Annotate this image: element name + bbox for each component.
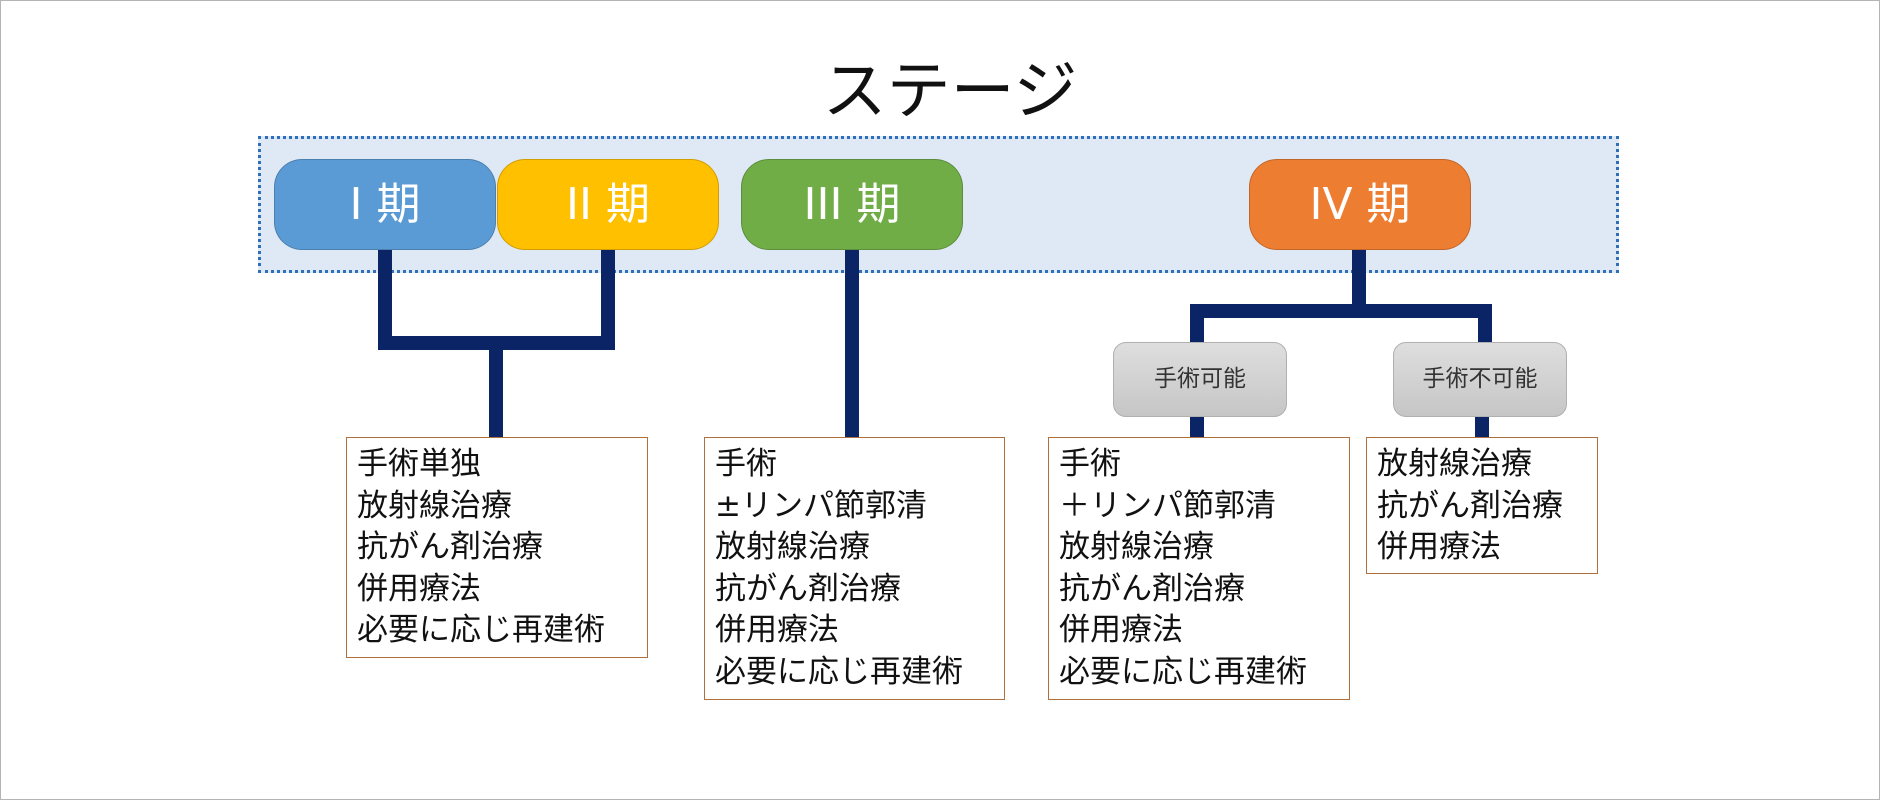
operable-branch: 手術可能: [1113, 342, 1287, 417]
treatment-line: 併用療法: [1059, 612, 1183, 648]
diagram-title: ステージ: [822, 55, 1078, 129]
treatment-line: 手術: [715, 446, 777, 482]
treatment-line: ±リンパ節郭清: [715, 487, 927, 524]
treatment-box-stage3: 手術 ±リンパ節郭清 放射線治療 抗がん剤治療 併用療法 必要に応じ再建術: [704, 437, 1005, 700]
treatment-line: 抗がん剤治療: [715, 570, 901, 607]
treatment-line: 抗がん剤治療: [1059, 570, 1245, 607]
treatment-line: 併用療法: [715, 612, 839, 648]
treatment-line: 放射線治療: [1377, 446, 1532, 482]
treatment-box-stage1-2: 手術単独 放射線治療 抗がん剤治療 併用療法 必要に応じ再建術: [346, 437, 648, 658]
treatment-line: 必要に応じ再建術: [357, 612, 605, 648]
treatment-line: 併用療法: [357, 570, 481, 607]
treatment-line: 抗がん剤治療: [357, 529, 543, 565]
treatment-line: 放射線治療: [1059, 529, 1214, 565]
treatment-line: 放射線治療: [357, 487, 512, 524]
connector-stage1-2: [378, 250, 615, 350]
treatment-line: 抗がん剤治療: [1377, 487, 1563, 524]
treatment-line: 必要に応じ再建術: [1059, 653, 1307, 690]
treatment-box-stage4-inoperable: 放射線治療 抗がん剤治療 併用療法: [1366, 437, 1598, 574]
treatment-line: 手術: [1059, 446, 1121, 482]
treatment-line: ＋リンパ節郭清: [1059, 487, 1276, 524]
stage-3-box: III 期: [741, 159, 963, 250]
stage-2-box: II 期: [497, 159, 719, 250]
connector-stage4-split: [1190, 304, 1492, 342]
inoperable-branch: 手術不可能: [1393, 342, 1567, 417]
treatment-line: 併用療法: [1377, 529, 1501, 565]
treatment-box-stage4-operable: 手術 ＋リンパ節郭清 放射線治療 抗がん剤治療 併用療法 必要に応じ再建術: [1048, 437, 1350, 700]
stage-4-box: IV 期: [1249, 159, 1471, 250]
treatment-line: 必要に応じ再建術: [715, 653, 963, 690]
stage-1-box: I 期: [274, 159, 496, 250]
treatment-line: 放射線治療: [715, 529, 870, 565]
treatment-line: 手術単独: [357, 446, 481, 482]
